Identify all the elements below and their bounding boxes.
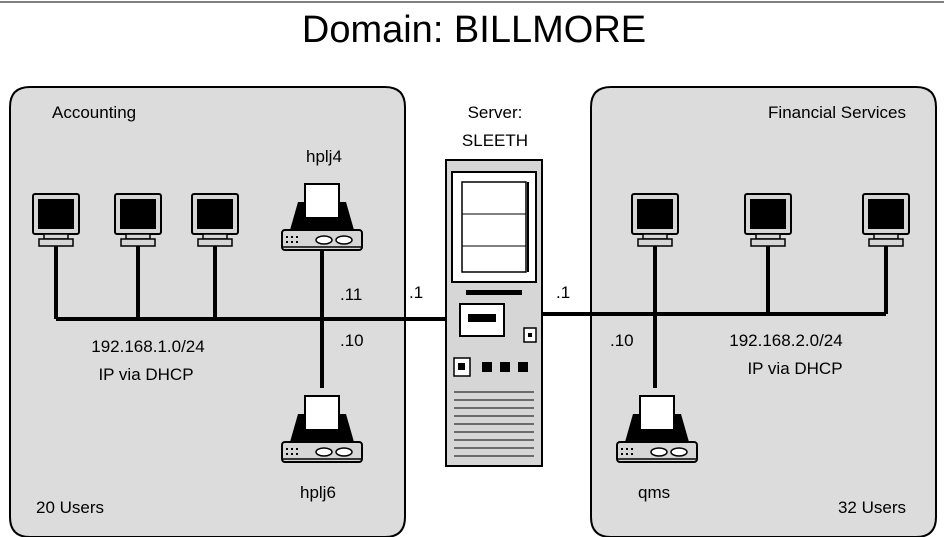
- server-label: Server:: [468, 103, 523, 122]
- qms-ip-label: .10: [610, 331, 634, 350]
- server-right-ip-label: .1: [556, 283, 570, 302]
- financial-services-zone-name: Financial Services: [768, 103, 906, 122]
- printer-qms-label: qms: [638, 483, 670, 502]
- accounting-zone: [9, 86, 406, 537]
- hplj4-ip-label: .11: [340, 285, 362, 304]
- accounting-network-lines: [54, 238, 446, 388]
- accounting-subnet: 192.168.1.0/24: [91, 337, 204, 356]
- financial-user-count: 32 Users: [838, 498, 906, 517]
- printer-hplj4-label: hplj4: [306, 147, 342, 166]
- financial-subnet: 192.168.2.0/24: [729, 331, 842, 350]
- server-name: SLEETH: [462, 131, 528, 150]
- hplj6-ip-label: .10: [340, 331, 364, 350]
- accounting-zone-name: Accounting: [52, 103, 136, 122]
- accounting-user-count: 20 Users: [36, 498, 104, 517]
- financial-addressing: IP via DHCP: [747, 359, 842, 378]
- printer-hplj6-label: hplj6: [300, 483, 336, 502]
- server-tower-icon: [445, 159, 543, 467]
- server-left-ip-label: .1: [409, 283, 423, 302]
- accounting-addressing: IP via DHCP: [98, 365, 193, 384]
- financial-network-lines: [541, 238, 888, 388]
- diagram-title: Domain: BILLMORE: [302, 9, 646, 51]
